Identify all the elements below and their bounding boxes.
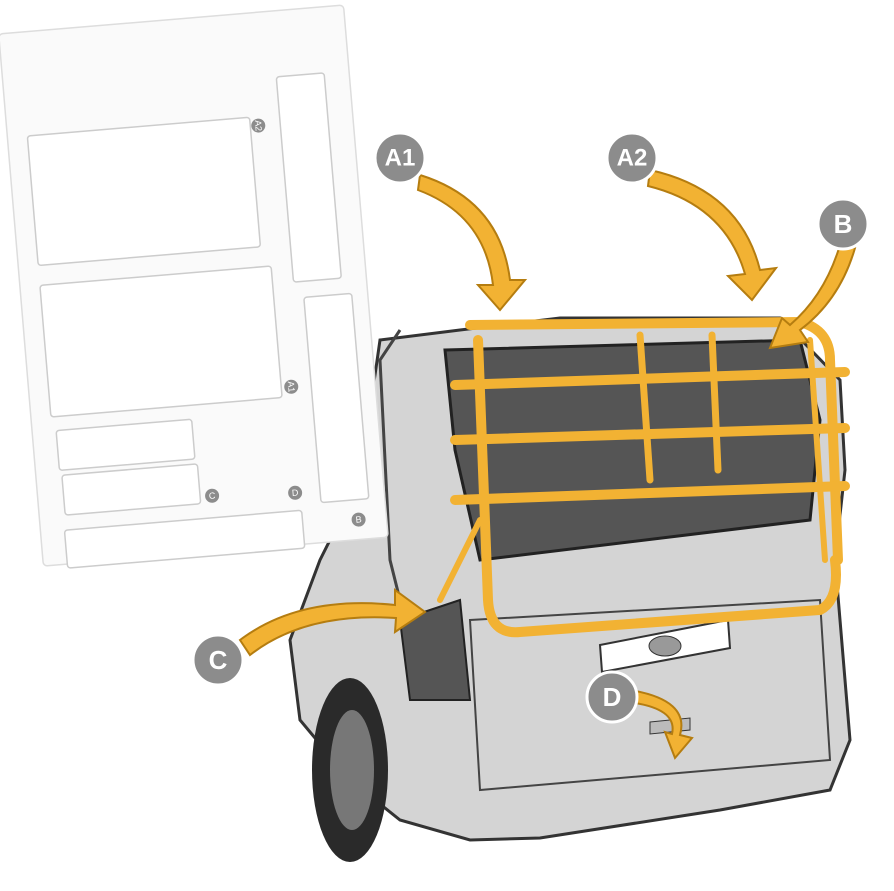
svg-text:A1: A1 <box>385 145 416 172</box>
svg-text:C: C <box>209 645 228 675</box>
svg-text:A2: A2 <box>253 120 264 132</box>
card-label-a1: A1 <box>284 379 299 394</box>
arrow-a2 <box>646 168 779 302</box>
arrow-c <box>238 588 427 657</box>
pad-slot-a1 <box>39 265 283 418</box>
pad-slot-c-top <box>55 418 196 471</box>
callout-a1: A1 <box>373 131 427 185</box>
pad-slot-b <box>303 292 370 504</box>
svg-text:A1: A1 <box>286 381 297 393</box>
rack-arm-1 <box>450 367 850 390</box>
arrow-d <box>626 688 694 760</box>
van <box>288 316 852 862</box>
card-label-a2: A2 <box>251 118 266 133</box>
pad-placement-card: A2 A1 C D B <box>0 4 389 569</box>
svg-text:D: D <box>603 682 622 712</box>
pad-slot-a2 <box>26 116 261 266</box>
svg-text:C: C <box>208 490 216 501</box>
callout-c: C <box>191 633 245 687</box>
pad-slot-d <box>63 509 306 569</box>
arrow-b <box>768 243 857 350</box>
svg-text:A2: A2 <box>617 145 648 172</box>
callout-a2: A2 <box>605 131 659 185</box>
svg-text:B: B <box>834 209 853 239</box>
pad-slot-c <box>61 463 202 516</box>
van-logo <box>648 635 682 657</box>
svg-text:D: D <box>291 487 299 498</box>
card-label-c: C <box>205 488 220 503</box>
tail-light <box>398 598 472 701</box>
callout-arrows <box>238 168 857 760</box>
svg-text:B: B <box>355 514 362 524</box>
pad-slot-b-top <box>275 72 342 283</box>
card-label-b: B <box>351 512 366 527</box>
rack-arm-3 <box>450 481 850 505</box>
rack-lower-frame <box>473 335 841 638</box>
arrow-a1 <box>416 173 528 312</box>
tailgate <box>468 598 832 792</box>
callout-b: B <box>816 197 870 251</box>
card-label-d: D <box>288 485 303 500</box>
callout-d: D <box>585 670 639 724</box>
